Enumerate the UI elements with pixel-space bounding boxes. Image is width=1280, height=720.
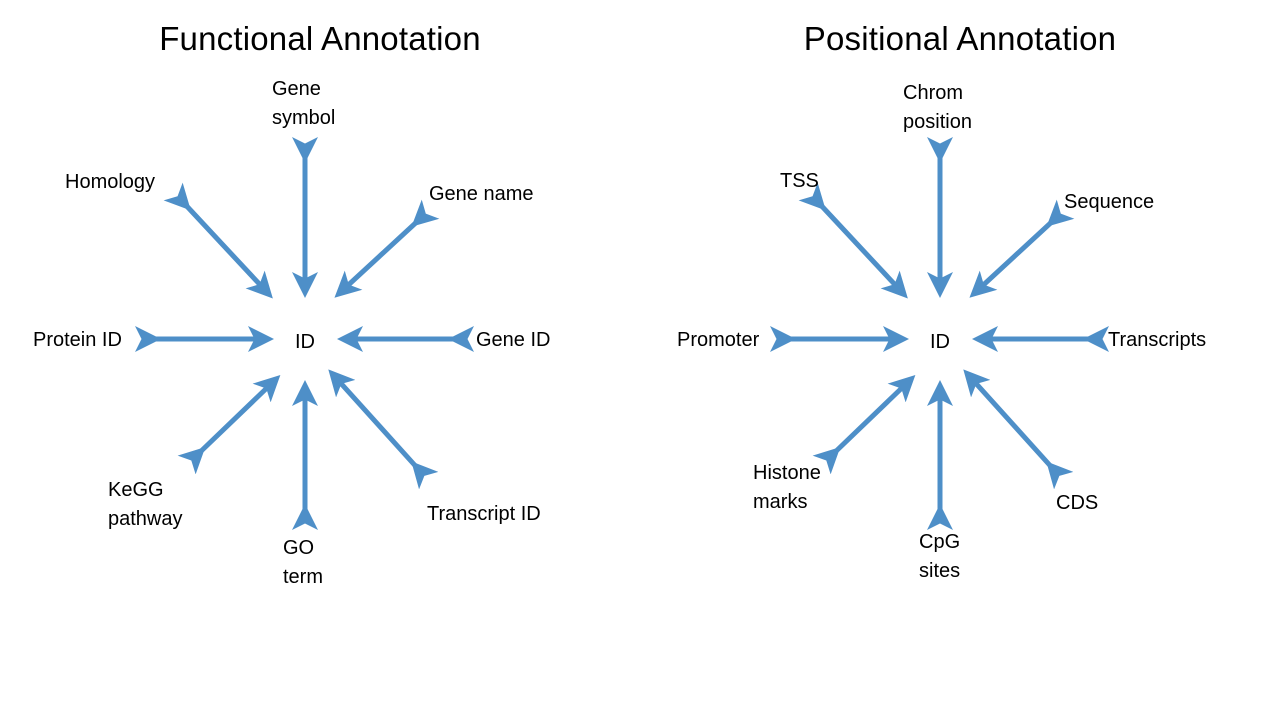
- arrow-functional-down-left: [177, 374, 281, 475]
- node-gene-name: Gene name: [429, 183, 534, 205]
- node-chrom-position: Chrom position: [903, 82, 972, 133]
- node-sequence: Sequence: [1064, 191, 1155, 213]
- arrow-positional-down-left: [812, 374, 916, 475]
- node-gene-symbol: Gene symbol: [272, 78, 336, 129]
- node-tss: TSS: [780, 170, 819, 192]
- node-histone-marks: Histone marks: [753, 462, 821, 513]
- panel-title-positional: Positional Annotation: [803, 20, 1117, 57]
- arrow-functional-up-right: [334, 199, 440, 298]
- node-go-term: GO term: [283, 537, 323, 588]
- center-node-functional: ID: [295, 331, 315, 353]
- node-protein-id: Protein ID: [33, 329, 122, 351]
- arrow-positional-down-right: [963, 369, 1074, 490]
- arrow-functional-up-left: [163, 182, 273, 299]
- node-cpg-sites: CpG sites: [919, 531, 961, 582]
- node-transcripts: Transcripts: [1108, 329, 1207, 351]
- arrow-positional-up-right: [969, 199, 1075, 298]
- panel-title-functional: Functional Annotation: [159, 20, 481, 57]
- node-promoter: Promoter: [677, 329, 760, 351]
- node-gene-id: Gene ID: [476, 329, 551, 351]
- node-kegg-pathway: KeGG pathway: [108, 479, 183, 530]
- node-cds: CDS: [1056, 492, 1099, 514]
- node-homology: Homology: [65, 171, 156, 193]
- panel-positional-annotation: Positional Annotation ID Chrom position …: [640, 0, 1280, 720]
- arrow-functional-down-right: [328, 369, 439, 490]
- node-transcript-id: Transcript ID: [427, 503, 541, 525]
- panel-functional-annotation: Functional Annotation: [33, 20, 551, 588]
- center-node-positional: ID: [930, 331, 950, 353]
- arrow-positional-up-left: [798, 182, 908, 299]
